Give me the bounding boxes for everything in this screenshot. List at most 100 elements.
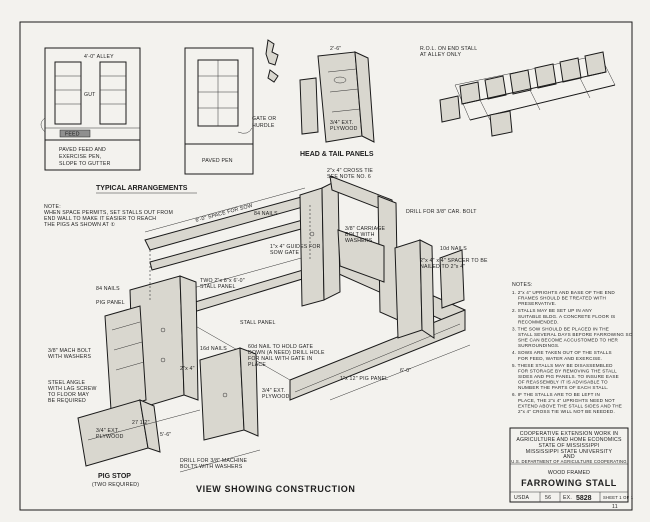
label-anchor-3: FOR NAIL WITH GATE IN xyxy=(248,356,312,362)
note-left-2: WHEN SPACE PERMITS, SET STALLS OUT FROM xyxy=(44,210,173,216)
stop-block xyxy=(199,347,245,441)
label-anchor-4: PLACE xyxy=(248,362,266,368)
label-drill-bottom-2: BOLTS WITH WASHERS xyxy=(180,464,243,470)
label-nails84: 84 NAILS xyxy=(254,211,278,217)
plan-left-alley: 4'-0" ALLEY xyxy=(84,54,114,60)
view-title: VIEW SHOWING CONSTRUCTION xyxy=(196,484,356,494)
plan-left-feed: FEED xyxy=(65,132,80,138)
note-item-3-line-3: SHE CAN BECOME ACCUSTOMED TO HER xyxy=(518,338,619,343)
note-item-2-line-2: SUITABLE BLDG. A CONCRETE FLOOR IS xyxy=(518,314,615,319)
plan-left-stalls-b xyxy=(99,61,127,125)
note-item-3-line-1: 3. THE SOW SHOULD BE PLACED IN THE xyxy=(512,326,609,331)
note-item-5-line-1: 5. THESE STALLS MAY BE DISASSEMBLED xyxy=(512,363,613,368)
label-guides-2: SOW GATE xyxy=(270,250,300,256)
note-item-4-line-2: FOR FEED, WATER AND EXERCISE. xyxy=(518,356,602,361)
plan-right-room xyxy=(184,47,254,145)
note-left-1: NOTE: xyxy=(44,204,61,210)
sheet-border xyxy=(19,21,633,511)
typical-title: TYPICAL ARRANGEMENTS xyxy=(96,185,188,192)
label-nails84b: 84 NAILS xyxy=(96,286,120,292)
plan-right-gate-1: GATE OR xyxy=(252,116,276,122)
spacer-block xyxy=(439,249,465,309)
label-drill: DRILL FOR 3/8" CAR. BOLT xyxy=(406,209,477,215)
label-pig-stop: PIG STOP xyxy=(98,473,131,480)
plan-right-gate-2: HURDLE xyxy=(252,123,275,129)
label-steel-3: TO FLOOR MAY xyxy=(48,392,89,398)
feed-box xyxy=(59,129,91,138)
label-ply-ext-2: PLYWOOD xyxy=(262,394,290,400)
inset-stall-row: R.O.L. ON END STALL AT ALLEY ONLY xyxy=(420,46,616,137)
label-two-by-1: TWO 2"x 8"x 6'-0" xyxy=(200,278,245,284)
right-front-upright xyxy=(394,239,423,339)
hinge-sketch xyxy=(265,39,279,83)
tb-line-3: STATE OF MISSISSIPPI xyxy=(539,443,600,449)
label-nails16: 16d NAILS xyxy=(200,346,227,352)
label-cross-2: SEE NOTE NO. 6 xyxy=(327,174,371,180)
note-item-6-line-1: 6. IF THE STALLS ARE TO BE LEFT IN xyxy=(512,392,600,397)
note-item-4-line-1: 4. SOWS ARE TAKEN OUT OF THE STALLS xyxy=(512,350,612,355)
plan-left-pen xyxy=(44,139,141,171)
plan-left: FEED 4'-0" ALLEY GUT PAVED FEED AND EXER… xyxy=(40,47,141,171)
label-carriage-3: WASHERS xyxy=(345,238,373,244)
note-left-3: END WALL TO MAKE IT EASIER TO REACH xyxy=(44,216,156,222)
tb-usda: USDA xyxy=(514,495,530,501)
plan-left-gutter: GUT xyxy=(84,92,96,98)
label-dim-c: 6'-0" xyxy=(400,368,411,374)
note-left-4: THE PIGS AS SHOWN AT ① xyxy=(44,222,116,228)
label-dim-b: 5'-6" xyxy=(160,432,171,438)
label-ply-stop-2: PLYWOOD xyxy=(96,434,124,440)
note-item-5-line-5: NUMBER THE PARTS OF EACH STALL. xyxy=(518,385,609,390)
note-item-6-line-3: EXTEND ABOVE THE STALL SIDES AND THE xyxy=(518,403,622,408)
note-item-3-line-2: STALL SEVERAL DAYS BEFORE FARROWING SO xyxy=(518,332,633,337)
title-block-frame xyxy=(509,427,629,503)
tb-line-7: WOOD FRAMED xyxy=(548,470,590,476)
label-spacer-2: NAILED TO 2"x 4" xyxy=(420,264,465,270)
note-item-5-line-3: SIDES AND PIG PANELS. TO INSURE EASE xyxy=(518,374,619,379)
note-item-1-line-1: 1. 2"x 4" UPRIGHTS AND BASE OF THE END xyxy=(512,290,615,295)
label-anchor-1: 60d NAIL TO HOLD GATE xyxy=(248,344,313,350)
plan-left-caption-2: EXERCISE PEN, xyxy=(59,154,101,160)
plan-right-caption: PAVED PEN xyxy=(202,158,233,164)
head-tail-title: HEAD & TAIL PANELS xyxy=(300,151,374,158)
tb-line-4: MISSISSIPPI STATE UNIVERSITY xyxy=(526,449,613,455)
title-block: COOPERATIVE EXTENSION WORK IN AGRICULTUR… xyxy=(509,427,634,503)
tb-title: FARROWING STALL xyxy=(521,478,617,488)
note-item-5-line-2: FOR STORAGE BY REMOVING THE STALL xyxy=(518,368,617,373)
tb-sheet: SHEET 1 OF 1 xyxy=(603,495,634,500)
tb-line-2: AGRICULTURE AND HOME ECONOMICS xyxy=(516,437,622,443)
label-anchor-2: DOWN (A NEED) DRILL HOLE xyxy=(248,350,325,356)
pig-panel xyxy=(104,305,147,411)
label-nails10: 10d NAILS xyxy=(440,246,467,252)
main-construction-view xyxy=(77,175,471,473)
head-tail-plywood-1: 3/4" EXT. xyxy=(330,120,353,126)
label-steel-4: BE REQUIRED xyxy=(48,398,86,404)
inset-note-2: AT ALLEY ONLY xyxy=(420,52,461,58)
note-item-1-line-3: PRESERVATIVE. xyxy=(518,301,556,306)
label-rail-panel: 1"x 12" PIG PANEL xyxy=(340,376,388,382)
label-spacer-1: 2"x 4" x 4" SPACER TO BE xyxy=(420,258,488,264)
plan-left-caption-3: SLOPE TO GUTTER xyxy=(59,161,111,167)
plan-left-stalls-a xyxy=(54,61,82,125)
label-stall-panel: STALL PANEL xyxy=(240,320,276,326)
label-ply-stop-1: 3/4" EXT. xyxy=(96,428,119,434)
note-item-1-line-2: FRAMES SHOULD BE TREATED WITH xyxy=(518,296,606,301)
note-item-6-line-2: PLACE, THE 2"x 4" UPRIGHTS NEED NOT xyxy=(518,398,615,403)
panel-back xyxy=(299,77,319,135)
label-mach-bolt-2: WITH WASHERS xyxy=(48,354,91,360)
label-carriage-1: 3/8" CARRIAGE xyxy=(345,226,386,232)
label-guides-1: 1"x 4" GUIDES FOR xyxy=(270,244,321,250)
head-tail-plywood-2: PLYWOOD xyxy=(330,126,358,132)
label-dim-a: 27 1/2" xyxy=(132,420,150,426)
label-cross-1: 2"x 4" CROSS TIE xyxy=(327,168,373,174)
notes-right: NOTES: 1. 2"x 4" UPRIGHTS AND BASE OF TH… xyxy=(512,282,633,414)
label-two-by-2: STALL PANEL xyxy=(200,284,236,290)
head-tail-dim: 2'-6" xyxy=(330,46,341,52)
label-dim-d: 2"x 4" xyxy=(180,366,195,372)
tb-ex: EX. xyxy=(563,495,572,501)
plan-right-pen xyxy=(184,143,254,175)
note-item-6-line-4: 2"x 4" CROSS TIE WILL NOT BE NEEDED. xyxy=(518,409,615,414)
label-drill-bottom-1: DRILL FOR 3/8" MACHINE xyxy=(180,458,247,464)
head-tail-panels: 2'-6" 3/4" EXT. PLYWOOD HEAD & TAIL PANE… xyxy=(299,46,375,158)
